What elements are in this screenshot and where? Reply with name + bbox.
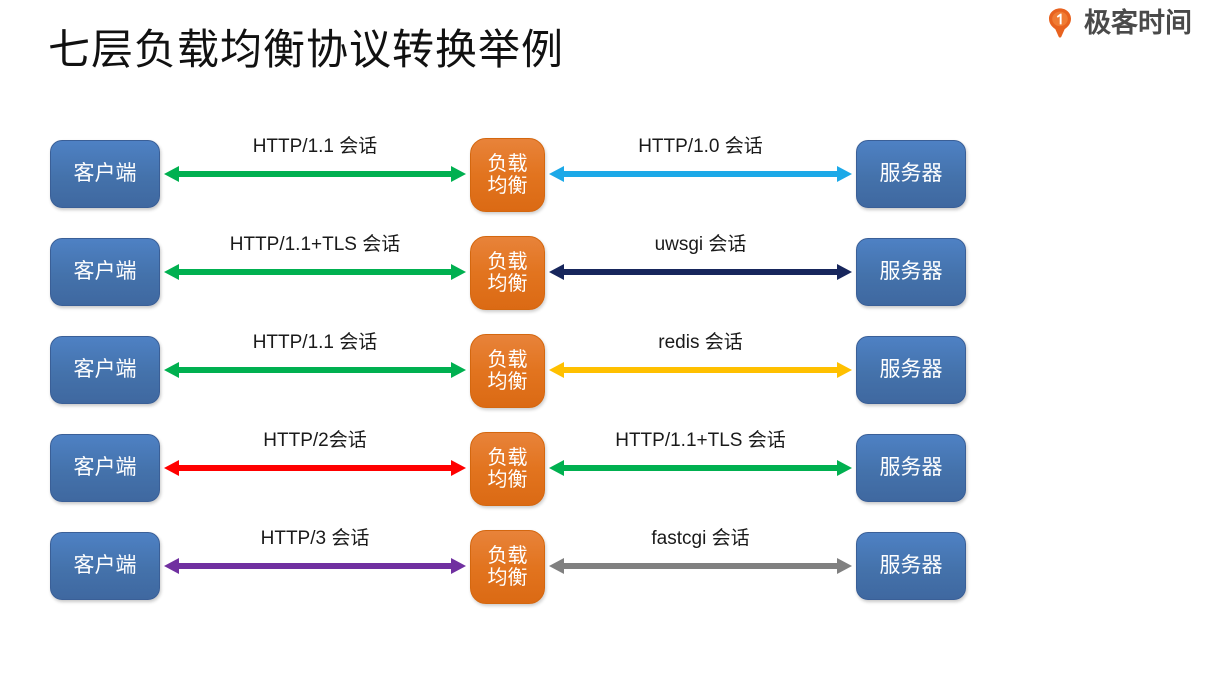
arrow-head-left-icon xyxy=(164,264,179,280)
arrow-head-right-icon xyxy=(837,460,852,476)
node-client: 客户端 xyxy=(50,336,160,404)
arrow-head-right-icon xyxy=(837,166,852,182)
node-lb-label-line2: 均衡 xyxy=(487,371,528,393)
node-client: 客户端 xyxy=(50,238,160,306)
node-client: 客户端 xyxy=(50,532,160,600)
node-load-balancer: 负载 均衡 xyxy=(470,334,545,408)
arrow-lb-server xyxy=(549,362,852,378)
node-load-balancer: 负载 均衡 xyxy=(470,432,545,506)
arrow-client-lb xyxy=(164,460,466,476)
arrow-lb-server xyxy=(549,558,852,574)
arrow-head-left-icon xyxy=(164,362,179,378)
node-load-balancer: 负载 均衡 xyxy=(470,138,545,212)
arrow-lb-server xyxy=(549,460,852,476)
arrow-head-left-icon xyxy=(549,166,564,182)
arrow-client-lb xyxy=(164,362,466,378)
node-client-label: 客户端 xyxy=(73,260,137,284)
arrow-shaft xyxy=(562,171,839,177)
node-lb-label-line2: 均衡 xyxy=(487,273,528,295)
diagram-row: 客户端 HTTP/3 会话 负载 均衡 fastcgi 会话 服务器 xyxy=(0,516,1210,614)
arrow-shaft xyxy=(177,171,453,177)
arrow-head-right-icon xyxy=(451,362,466,378)
node-client-label: 客户端 xyxy=(73,358,137,382)
link-label-lb-server: HTTP/1.0 会话 xyxy=(638,136,763,157)
link-label-client-lb: HTTP/1.1 会话 xyxy=(252,136,378,157)
node-lb-label-line1: 负载 xyxy=(487,250,528,273)
arrow-head-left-icon xyxy=(549,362,564,378)
link-label-lb-server: HTTP/1.1+TLS 会话 xyxy=(615,430,786,451)
arrow-head-left-icon xyxy=(549,264,564,280)
arrow-head-left-icon xyxy=(549,460,564,476)
link-label-client-lb: HTTP/3 会话 xyxy=(260,528,370,549)
node-server: 服务器 xyxy=(856,532,966,600)
arrow-head-right-icon xyxy=(837,264,852,280)
arrow-head-right-icon xyxy=(451,166,466,182)
arrow-head-left-icon xyxy=(164,558,179,574)
node-lb-label-line1: 负载 xyxy=(487,348,528,371)
node-server-label: 服务器 xyxy=(879,456,943,480)
node-server: 服务器 xyxy=(856,140,966,208)
node-client: 客户端 xyxy=(50,140,160,208)
node-load-balancer: 负载 均衡 xyxy=(470,530,545,604)
arrow-client-lb xyxy=(164,166,466,182)
node-client-label: 客户端 xyxy=(73,456,137,480)
node-client-label: 客户端 xyxy=(73,162,137,186)
link-label-lb-server: fastcgi 会话 xyxy=(651,528,750,549)
arrow-client-lb xyxy=(164,264,466,280)
node-server: 服务器 xyxy=(856,336,966,404)
arrow-head-right-icon xyxy=(451,558,466,574)
diagram-row: 客户端 HTTP/1.1+TLS 会话 负载 均衡 uwsgi 会话 服务器 xyxy=(0,222,1210,320)
arrow-shaft xyxy=(562,269,839,275)
arrow-shaft xyxy=(177,465,453,471)
link-label-lb-server: redis 会话 xyxy=(658,332,743,353)
link-label-client-lb: HTTP/2会话 xyxy=(263,430,367,451)
arrow-shaft xyxy=(562,465,839,471)
node-server: 服务器 xyxy=(856,434,966,502)
geekbang-logo-icon xyxy=(1043,6,1077,40)
arrow-head-right-icon xyxy=(451,460,466,476)
node-server-label: 服务器 xyxy=(879,260,943,284)
node-client-label: 客户端 xyxy=(73,554,137,578)
brand-name: 极客时间 xyxy=(1084,7,1192,38)
arrow-shaft xyxy=(177,367,453,373)
arrow-lb-server xyxy=(549,264,852,280)
arrow-shaft xyxy=(562,367,839,373)
arrow-head-right-icon xyxy=(837,558,852,574)
link-label-client-lb: HTTP/1.1 会话 xyxy=(252,332,378,353)
node-server: 服务器 xyxy=(856,238,966,306)
arrow-head-left-icon xyxy=(164,166,179,182)
arrow-client-lb xyxy=(164,558,466,574)
node-server-label: 服务器 xyxy=(879,554,943,578)
diagram-row: 客户端 HTTP/2会话 负载 均衡 HTTP/1.1+TLS 会话 服务器 xyxy=(0,418,1210,516)
arrow-shaft xyxy=(177,269,453,275)
node-lb-label-line1: 负载 xyxy=(487,446,528,469)
page-title: 七层负载均衡协议转换举例 xyxy=(48,26,565,73)
node-server-label: 服务器 xyxy=(879,358,943,382)
node-lb-label-line2: 均衡 xyxy=(487,469,528,491)
arrow-shaft xyxy=(177,563,453,569)
node-load-balancer: 负载 均衡 xyxy=(470,236,545,310)
node-lb-label-line2: 均衡 xyxy=(487,567,528,589)
diagram-row: 客户端 HTTP/1.1 会话 负载 均衡 HTTP/1.0 会话 服务器 xyxy=(0,124,1210,222)
arrow-head-left-icon xyxy=(164,460,179,476)
diagram-container: 客户端 HTTP/1.1 会话 负载 均衡 HTTP/1.0 会话 服务器 xyxy=(0,124,1210,614)
diagram-row: 客户端 HTTP/1.1 会话 负载 均衡 redis 会话 服务器 xyxy=(0,320,1210,418)
arrow-head-right-icon xyxy=(837,362,852,378)
arrow-head-right-icon xyxy=(451,264,466,280)
arrow-head-left-icon xyxy=(549,558,564,574)
node-lb-label-line1: 负载 xyxy=(487,544,528,567)
link-label-client-lb: HTTP/1.1+TLS 会话 xyxy=(229,234,401,255)
node-lb-label-line2: 均衡 xyxy=(487,175,528,197)
brand-logo: 极客时间 xyxy=(1043,6,1192,40)
arrow-lb-server xyxy=(549,166,852,182)
node-client: 客户端 xyxy=(50,434,160,502)
node-lb-label-line1: 负载 xyxy=(487,152,528,175)
arrow-shaft xyxy=(562,563,839,569)
link-label-lb-server: uwsgi 会话 xyxy=(654,234,747,255)
node-server-label: 服务器 xyxy=(879,162,943,186)
